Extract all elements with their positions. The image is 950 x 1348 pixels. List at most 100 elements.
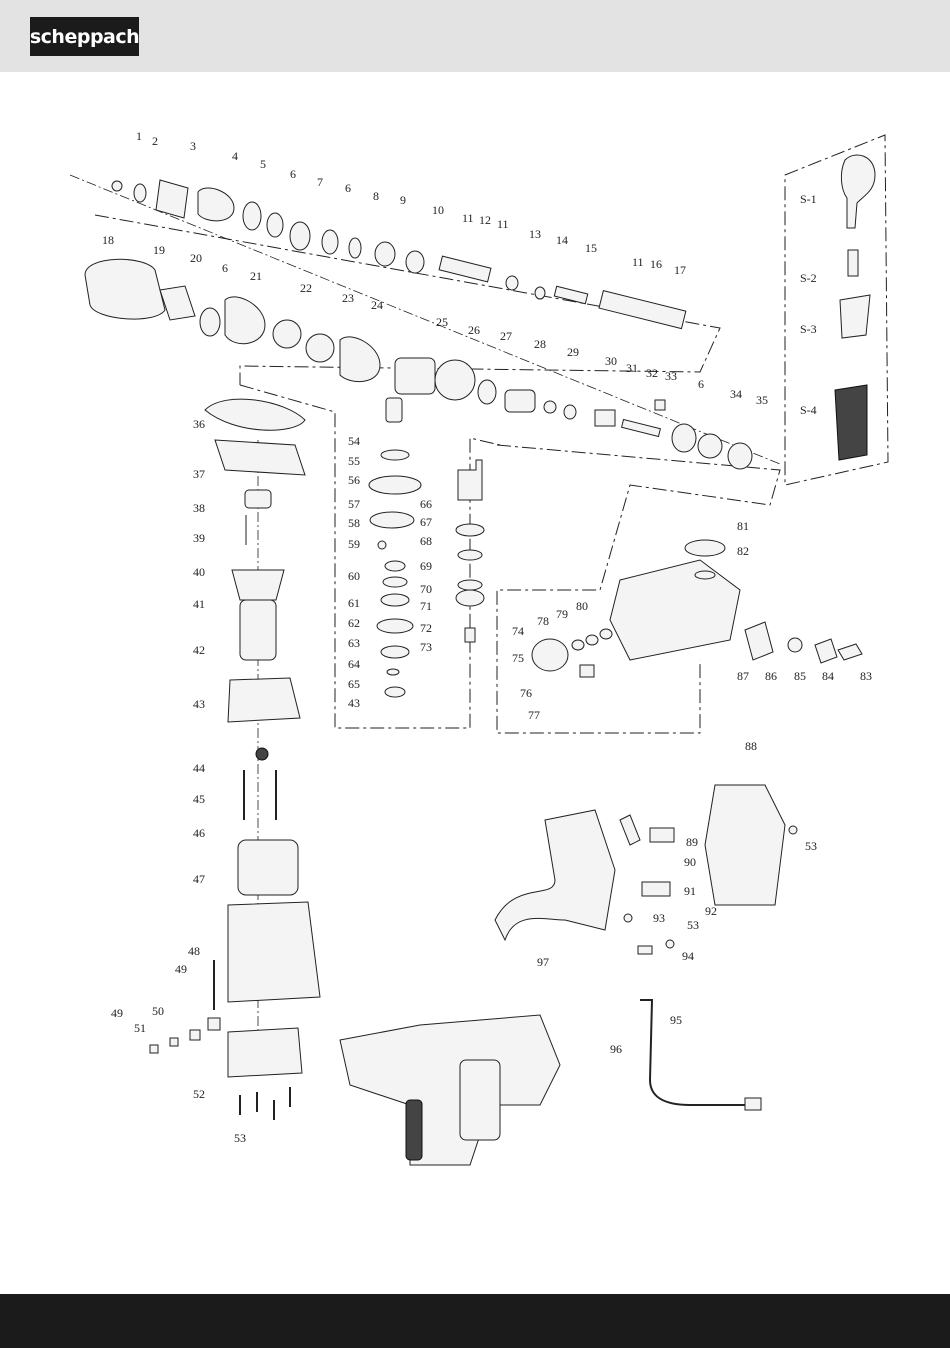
part-label: 76 (520, 686, 532, 700)
part-label: 82 (737, 544, 749, 558)
part-label: 30 (605, 354, 617, 368)
part-label: 31 (626, 361, 638, 375)
part-label: 39 (193, 531, 205, 545)
part-label: 43 (193, 697, 205, 711)
part-label: 18 (102, 233, 114, 247)
part-label: 14 (556, 233, 568, 247)
part-label: 95 (670, 1013, 682, 1027)
power-cable (640, 999, 762, 1111)
part-label: 6 (345, 181, 351, 195)
part-label: 43 (348, 696, 360, 710)
part-label: 62 (348, 616, 360, 630)
part-label: 34 (730, 387, 742, 401)
part-label: 75 (512, 651, 524, 665)
part-label: 61 (348, 596, 360, 610)
part-label: 49 (175, 962, 187, 976)
part-label: 6 (698, 377, 704, 391)
frame-housing-assembly (496, 444, 781, 734)
part-label: 25 (436, 315, 448, 329)
part-label: 92 (705, 904, 717, 918)
part-label: 36 (193, 417, 205, 431)
part-label: 23 (342, 291, 354, 305)
part-label: 97 (537, 955, 549, 969)
gear-column-parts (368, 397, 485, 698)
part-label: 6 (222, 261, 228, 275)
part-label: 79 (556, 607, 568, 621)
part-label: 67 (420, 515, 432, 529)
part-label: 10 (432, 203, 444, 217)
scheppach-logo: scheppach (30, 17, 140, 56)
top-row-parts (111, 179, 687, 330)
part-label: 11 (632, 255, 644, 269)
part-label: 13 (529, 227, 541, 241)
part-label: 28 (534, 337, 546, 351)
part-label: 4 (232, 149, 238, 163)
part-label: 94 (682, 949, 694, 963)
part-label: 63 (348, 636, 360, 650)
part-label: 3 (190, 139, 196, 153)
part-label: 27 (500, 329, 512, 343)
part-label: 46 (193, 826, 205, 840)
part-label: 64 (348, 657, 360, 671)
assembled-hammer (339, 1014, 561, 1166)
part-label: 74 (512, 624, 524, 638)
part-label: 60 (348, 569, 360, 583)
part-label: 11 (497, 217, 509, 231)
part-label: 90 (684, 855, 696, 869)
motor-column-parts (149, 398, 321, 1120)
part-label: 88 (745, 739, 757, 753)
frame-accessories (784, 134, 889, 486)
part-label: 41 (193, 597, 205, 611)
part-label: 6 (290, 167, 296, 181)
part-callouts: 1 2 3 4 5 6 7 6 8 9 10 11 12 11 13 14 15… (102, 129, 872, 1145)
accessory-parts (834, 154, 876, 461)
handle-parts (494, 784, 798, 955)
part-label: 7 (317, 175, 323, 189)
part-label: 54 (348, 434, 360, 448)
part-label: 49 (111, 1006, 123, 1020)
part-label: 84 (822, 669, 834, 683)
part-label: 17 (674, 263, 686, 277)
part-label: S-4 (800, 403, 817, 417)
part-label: 80 (576, 599, 588, 613)
part-label: 85 (794, 669, 806, 683)
part-label: 71 (420, 599, 432, 613)
part-label: S-1 (800, 192, 817, 206)
part-label: 83 (860, 669, 872, 683)
part-label: 40 (193, 565, 205, 579)
part-label: 65 (348, 677, 360, 691)
part-label: 96 (610, 1042, 622, 1056)
part-label: 33 (665, 369, 677, 383)
part-label: 9 (400, 193, 406, 207)
part-label: 24 (371, 298, 383, 312)
part-label: 53 (234, 1131, 246, 1145)
part-label: 19 (153, 243, 165, 257)
footer-bar (0, 1294, 950, 1348)
second-row-parts (84, 258, 753, 470)
part-label: 57 (348, 497, 360, 511)
exploded-parts-diagram: 1 2 3 4 5 6 7 6 8 9 10 11 12 11 13 14 15… (69, 129, 889, 1166)
frame-gear-assembly (239, 384, 501, 729)
part-label: 2 (152, 134, 158, 148)
part-label: 16 (650, 257, 662, 271)
part-label: 53 (687, 918, 699, 932)
part-label: 91 (684, 884, 696, 898)
header-bar: scheppach (0, 0, 950, 72)
part-label: 29 (567, 345, 579, 359)
part-label: 5 (260, 157, 266, 171)
part-label: 50 (152, 1004, 164, 1018)
part-label: 56 (348, 473, 360, 487)
part-label: 73 (420, 640, 432, 654)
part-label: 35 (756, 393, 768, 407)
part-label: 58 (348, 516, 360, 530)
part-label: 81 (737, 519, 749, 533)
part-label: 55 (348, 454, 360, 468)
part-label: 86 (765, 669, 777, 683)
part-label: S-2 (800, 271, 817, 285)
part-label: S-3 (800, 322, 817, 336)
part-label: 11 (462, 211, 474, 225)
frame-top-assembly (94, 214, 721, 385)
part-label: 38 (193, 501, 205, 515)
part-label: 93 (653, 911, 665, 925)
part-label: 70 (420, 582, 432, 596)
